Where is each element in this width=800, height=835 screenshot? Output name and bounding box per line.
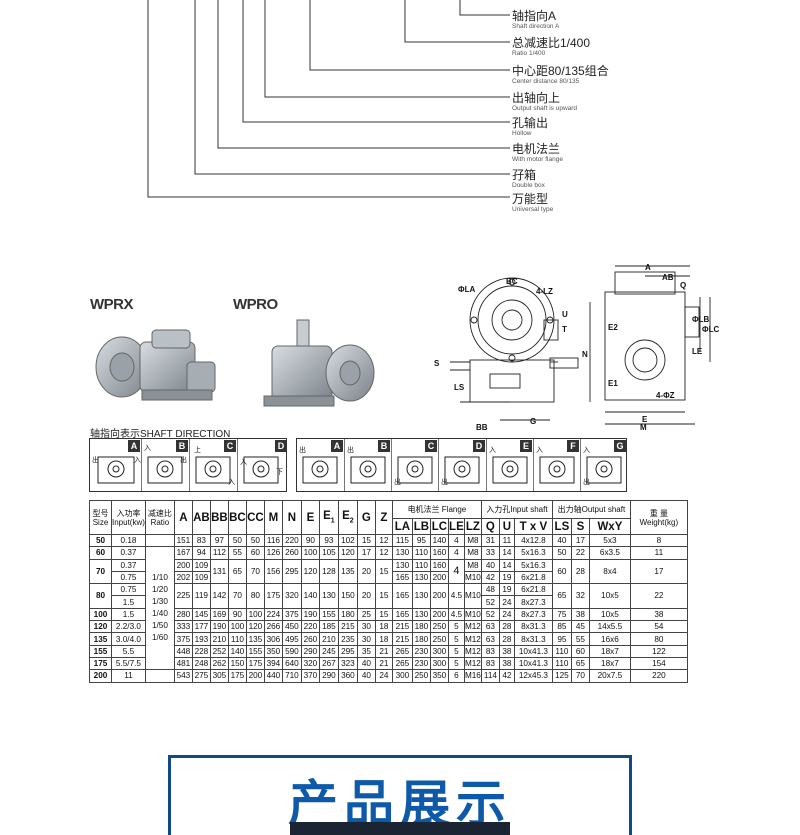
direction-cell-c: 上 入 C [190, 439, 238, 491]
label-m: M [640, 423, 647, 432]
direction-cell-2g: 入 出 G [581, 439, 627, 491]
header-bb: BB [209, 500, 229, 535]
header-input-shaft: 入力孔Input shaft [480, 500, 553, 519]
shaft-direction-title: 轴指向表示SHAFT DIRECTION [90, 429, 231, 440]
header-la: LA [391, 518, 413, 535]
label-lz: 4-LZ [536, 287, 553, 296]
dimension-drawing: ΦLA BC 4-LZ T U LS S BB G A AB Q ΦLB ΦLC… [434, 263, 719, 432]
direction-cell-a: 出 入 A [90, 439, 142, 491]
direction-cell-b: 入 出 B [142, 439, 190, 491]
code-output-shaft: 出轴向上 Output shaft is upward [512, 91, 578, 112]
header-m: M [263, 500, 283, 535]
header-ls: LS [551, 518, 572, 535]
label-ls: LS [454, 383, 465, 392]
label-bc: BC [506, 277, 518, 286]
code-ratio: 总减速比1/400 Ratio 1/400 [512, 36, 591, 57]
label-g: G [530, 417, 536, 426]
product-image-wpro [263, 319, 375, 407]
shaft-direction-panel-left: 出 入 A 入 出 B 上 入 C 入 下 D [89, 438, 287, 492]
direction-cell-2b: 出 B [345, 439, 392, 491]
banner-underline [290, 822, 510, 835]
header-a: A [173, 500, 193, 535]
header-wxy: WxY [588, 518, 631, 535]
code-center-distance: 中心距80/135组合 Center distance 80/135 [512, 64, 609, 85]
label-e2: E2 [608, 323, 618, 332]
header-output-shaft: 出力轴Output shaft [551, 500, 631, 519]
direction-cell-d: 入 下 D [238, 439, 288, 491]
header-cc: CC [245, 500, 265, 535]
header-lc: LC [429, 518, 449, 535]
header-q: Q [480, 518, 500, 535]
code-universal: 万能型 Universal type [512, 192, 554, 213]
ratio-list: 1/10 1/20 1/30 1/40 1/50 1/60 [144, 546, 175, 671]
banner-frame [168, 755, 632, 835]
header-u: U [498, 518, 515, 535]
direction-cell-2f: 入 F [534, 439, 581, 491]
header-n: N [281, 500, 302, 535]
label-lc: ΦLC [702, 325, 719, 334]
header-z: Z [374, 500, 393, 535]
code-shaft-direction: 轴指向A Shaft direction A [512, 9, 560, 30]
header-txv: T x V [513, 518, 553, 535]
code-double-box: 孖箱 Double box [512, 168, 545, 189]
label-s: S [434, 359, 440, 368]
code-hollow: 孔输出 Hollow [512, 116, 549, 137]
shaft-direction-panel-right: 出 A 出 B 出 C 出 D 入 E 入 F 入 出 G [296, 438, 627, 492]
label-le: LE [692, 347, 703, 356]
header-e1: E1 [318, 500, 339, 535]
model-code-tree: 轴指向A Shaft direction A 总减速比1/400 Ratio 1… [0, 0, 800, 225]
header-s: S [570, 518, 590, 535]
label-bb: BB [476, 423, 488, 432]
header-e: E [300, 500, 320, 535]
header-ab: AB [191, 500, 211, 535]
header-bc: BC [227, 500, 247, 535]
label-e1: E1 [608, 379, 618, 388]
header-lz: LZ [463, 518, 482, 535]
label-z: 4-ΦZ [656, 391, 675, 400]
label-n: N [582, 350, 588, 359]
product-label-wpro: WPRO [233, 296, 278, 313]
table-row: 60 0.37 1/10 1/20 1/30 1/40 1/50 1/60 16… [89, 546, 688, 671]
label-t: T [562, 325, 567, 334]
direction-cell-2e: 入 E [487, 439, 534, 491]
product-label-wprx: WPRX [90, 296, 134, 313]
label-lb: ΦLB [692, 315, 709, 324]
label-la: ΦLA [458, 285, 475, 294]
label-e: E [642, 415, 648, 424]
direction-cell-2a: 出 A [297, 439, 345, 491]
code-tree-lines [147, 0, 510, 198]
header-g: G [356, 500, 376, 535]
label-q: Q [680, 281, 686, 290]
product-image-wprx [95, 329, 216, 401]
header-e2: E2 [337, 500, 358, 535]
direction-cell-2d: 出 D [439, 439, 487, 491]
label-ab: AB [662, 273, 674, 282]
code-motor-flange: 电机法兰 With motor flange [512, 142, 563, 163]
header-lb: LB [411, 518, 431, 535]
direction-cell-2c: 出 C [392, 439, 439, 491]
header-le: LE [447, 518, 465, 535]
header-flange: 电机法兰 Flange [391, 500, 482, 519]
label-u: U [562, 310, 568, 319]
label-a: A [645, 263, 651, 272]
